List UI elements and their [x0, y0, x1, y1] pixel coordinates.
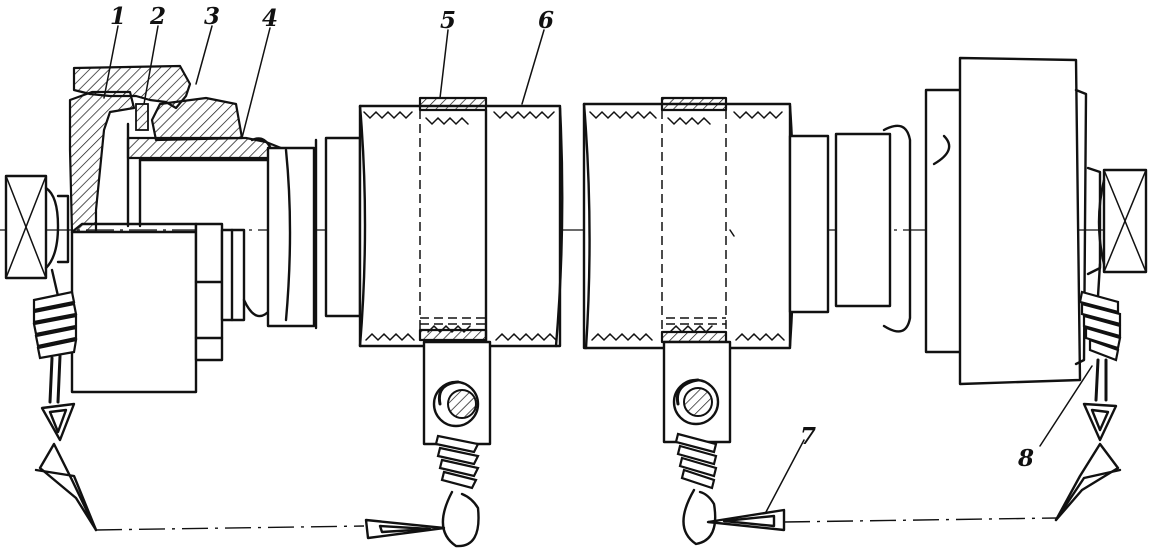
label-4: 4	[262, 5, 278, 32]
right-spring-coil	[1078, 290, 1122, 362]
label-6: 6	[538, 7, 554, 34]
leader-lines	[103, 25, 1093, 513]
left-roll	[358, 96, 564, 348]
label-1: 1	[110, 3, 126, 30]
label-2: 2	[149, 3, 166, 30]
right-bearing-assembly	[788, 56, 1148, 522]
label-3: 3	[204, 3, 220, 30]
right-roll	[582, 96, 796, 350]
connecting-cable	[95, 525, 365, 531]
right-roll-hanger	[662, 340, 786, 546]
label-7: 7	[800, 423, 816, 450]
left-spring-coil	[32, 290, 78, 360]
left-bearing-assembly	[4, 64, 362, 532]
label-8: 8	[1017, 445, 1034, 472]
label-5: 5	[440, 7, 456, 34]
left-roll-hanger	[364, 340, 492, 548]
